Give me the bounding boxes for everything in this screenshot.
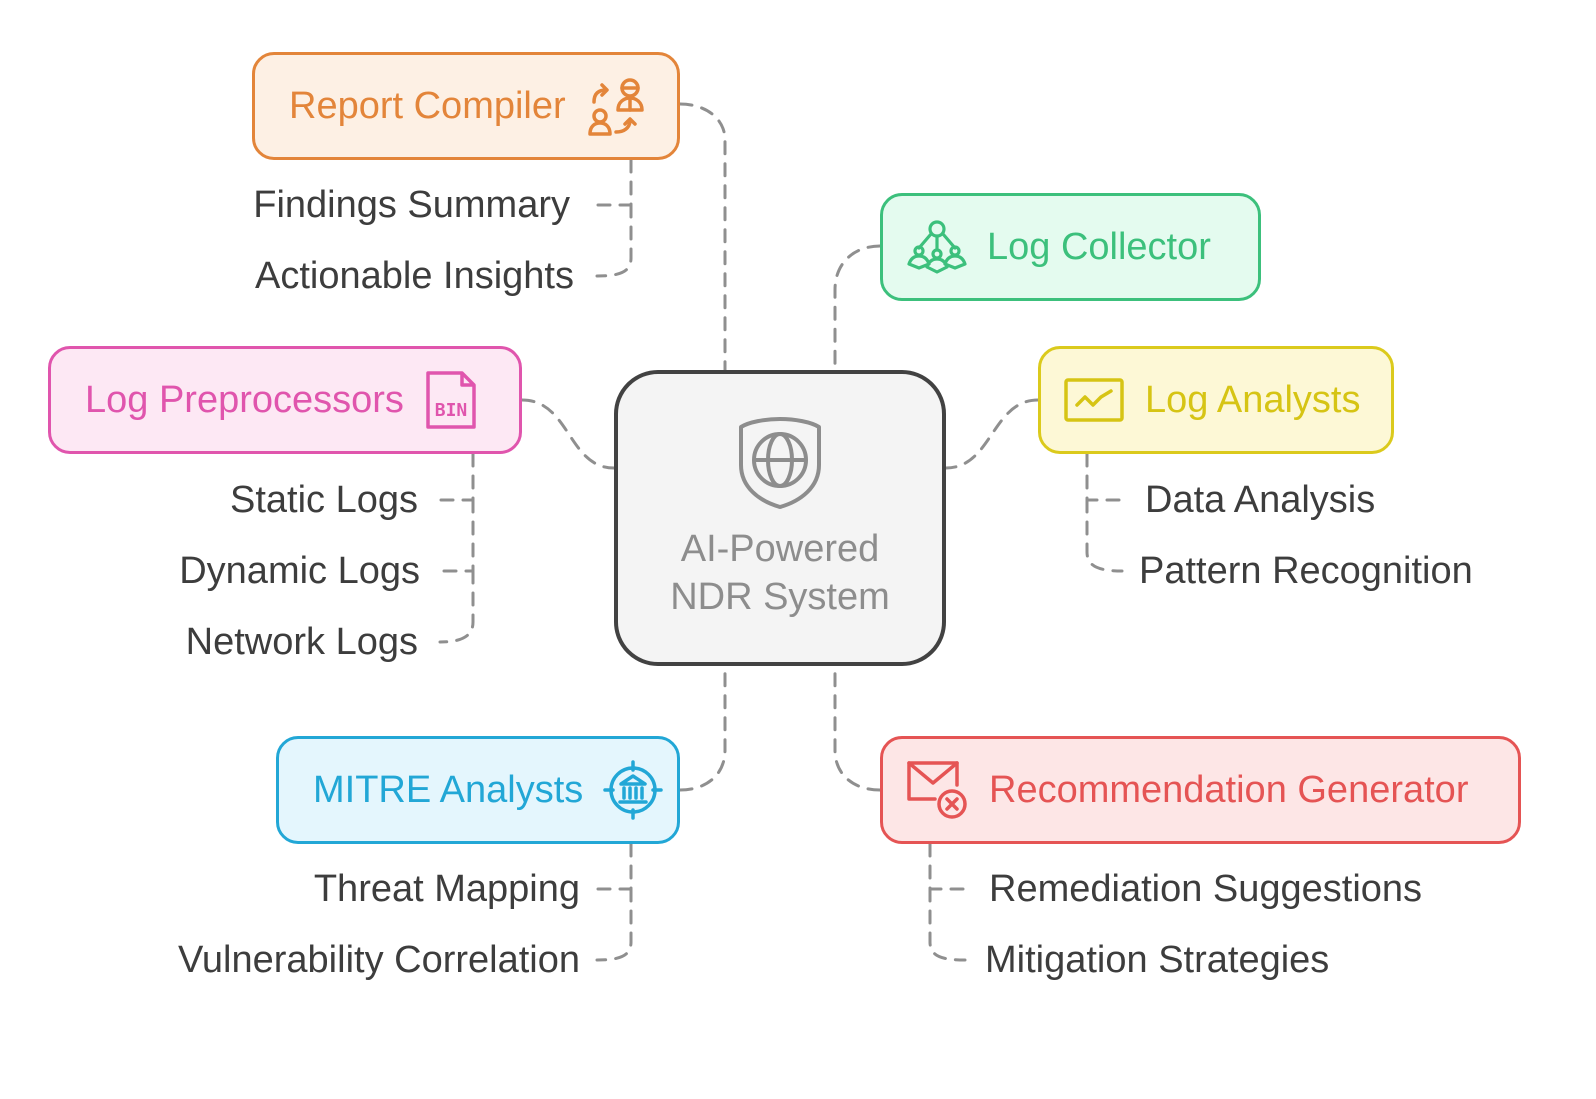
connector-data-analysis xyxy=(1085,452,1124,502)
center-title-line2: NDR System xyxy=(670,576,890,618)
connector-mitigation-strategies xyxy=(928,887,967,962)
people-exchange-icon xyxy=(587,78,644,136)
connector-log-collector xyxy=(833,244,882,372)
node-title: Log Analysts xyxy=(1145,378,1361,421)
connector-vulnerability-correlation xyxy=(595,887,633,962)
leaf-data-analysis: Data Analysis xyxy=(1145,479,1376,521)
leaf-actionable-insights: Actionable Insights xyxy=(255,255,574,297)
leaf-mitigation-strategies: Mitigation Strategies xyxy=(985,939,1330,981)
connector-network-logs xyxy=(438,569,475,644)
network-people-icon xyxy=(907,220,967,274)
node-title: MITRE Analysts xyxy=(313,768,584,811)
connector-static-logs xyxy=(438,452,475,502)
connector-recommendation-generator xyxy=(833,664,882,792)
leaf-remediation-suggestions: Remediation Suggestions xyxy=(989,868,1423,910)
connector-dynamic-logs xyxy=(438,498,475,573)
center-title-line1: AI-Powered xyxy=(680,528,880,570)
node-log-collector[interactable]: Log Collector xyxy=(880,193,1261,301)
connector-report-compiler xyxy=(678,102,727,372)
leaf-pattern-recognition: Pattern Recognition xyxy=(1139,550,1473,592)
connector-log-analysts xyxy=(944,398,1040,470)
node-mitre-analysts[interactable]: MITRE Analysts xyxy=(276,736,680,844)
connector-log-preprocessors xyxy=(520,398,616,470)
node-log-analysts[interactable]: Log Analysts xyxy=(1038,346,1394,454)
leaf-findings-summary: Findings Summary xyxy=(253,184,570,226)
bin-file-icon: BIN xyxy=(426,371,476,429)
svg-text:BIN: BIN xyxy=(435,400,468,421)
connector-remediation-suggestions xyxy=(928,842,967,891)
node-title: Log Preprocessors xyxy=(85,378,404,421)
target-bank-icon xyxy=(603,760,664,820)
node-report-compiler[interactable]: Report Compiler xyxy=(252,52,680,160)
node-title: Log Collector xyxy=(987,225,1211,268)
line-chart-icon xyxy=(1064,378,1124,422)
center-node-ndr-system[interactable]: AI-Powered NDR System xyxy=(614,370,946,666)
shield-globe-icon xyxy=(739,417,821,509)
connector-pattern-recognition xyxy=(1085,498,1124,573)
center-title: AI-Powered NDR System xyxy=(670,525,890,621)
leaf-vulnerability-correlation: Vulnerability Correlation xyxy=(177,939,580,981)
connector-threat-mapping xyxy=(595,842,633,891)
connector-actionable-insights xyxy=(595,203,633,278)
mail-error-icon xyxy=(907,761,967,819)
node-title: Recommendation Generator xyxy=(989,768,1469,811)
leaf-dynamic-logs: Dynamic Logs xyxy=(179,550,420,592)
node-title: Report Compiler xyxy=(289,84,566,127)
node-recommendation-generator[interactable]: Recommendation Generator xyxy=(880,736,1521,844)
leaf-network-logs: Network Logs xyxy=(185,621,418,663)
connector-findings-summary xyxy=(595,158,633,207)
leaf-threat-mapping: Threat Mapping xyxy=(313,868,580,910)
node-log-preprocessors[interactable]: Log Preprocessors BIN xyxy=(48,346,522,454)
leaf-static-logs: Static Logs xyxy=(230,479,418,521)
connector-mitre-analysts xyxy=(678,664,727,792)
